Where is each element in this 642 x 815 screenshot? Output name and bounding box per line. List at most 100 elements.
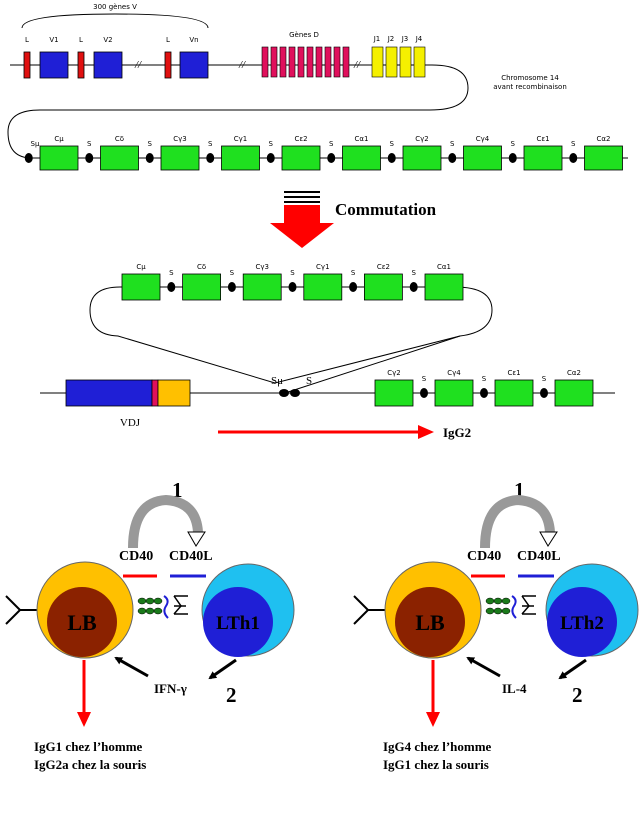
left-lb-inner	[47, 587, 117, 657]
constant-switch-label: S	[148, 140, 153, 148]
right-panel: 1 CD40 CD40L LB LTh2 IL-4 2	[353, 478, 639, 772]
left-result-line1: IgG1 chez l’homme	[34, 739, 143, 754]
loop-outline	[89, 286, 493, 384]
loop-gene-box	[303, 273, 343, 301]
right-lb-inner	[395, 587, 465, 657]
right-cytokine-arrow-1	[466, 656, 501, 678]
constant-gene-box	[160, 145, 200, 171]
recombined-switch-label: S	[542, 375, 547, 383]
loop-switch-label: S	[351, 269, 356, 277]
loop-gene-box	[363, 273, 403, 301]
recombined-gene-label: Cε1	[507, 369, 520, 377]
constant-switch-dot	[206, 153, 215, 163]
left-cd40l: CD40L	[169, 549, 213, 564]
constant-switch-dot	[24, 153, 33, 163]
recombined-switch-dot	[540, 388, 548, 398]
right-lth-label: LTh2	[560, 613, 604, 634]
constant-switch-dot	[448, 153, 457, 163]
left-step1-label: 1	[172, 478, 183, 502]
constant-gene-box	[281, 145, 321, 171]
constant-gene-box	[523, 145, 563, 171]
left-bcr-icon	[5, 595, 38, 625]
constant-gene-label: Cα2	[597, 135, 611, 143]
recombined-switch-dot	[480, 388, 488, 398]
right-cytokine-label: IL-4	[502, 681, 527, 696]
right-bcr-icon	[353, 595, 386, 625]
constant-switch-label: S	[329, 140, 334, 148]
loop-gene-box	[242, 273, 282, 301]
constant-switch-label: S	[450, 140, 455, 148]
vdj-label: VDJ	[120, 417, 141, 429]
loop-switch-label: S	[230, 269, 235, 277]
vn-segment	[179, 51, 209, 79]
loop-gene-box	[424, 273, 464, 301]
j2-segment	[385, 46, 398, 78]
loop-gene-label: Cα1	[437, 263, 451, 271]
constant-gene-box	[402, 145, 442, 171]
recombined-gene-box	[374, 379, 414, 407]
j2-label: J2	[387, 35, 395, 43]
s-label: S	[306, 375, 312, 387]
loop-switch-dot	[409, 282, 418, 292]
loop-switch-dot	[167, 282, 176, 292]
smu-label-top: Sμ	[31, 140, 40, 148]
left-synapse-icon	[137, 595, 188, 619]
constant-switch-dot	[569, 153, 578, 163]
commutation-label: Commutation	[335, 200, 437, 219]
break-mark-1: //	[134, 59, 142, 71]
leader-exon-2	[77, 51, 85, 79]
recombined-gene-label: Cγ2	[387, 369, 400, 377]
constant-switch-label: S	[511, 140, 516, 148]
right-step2-label: 2	[572, 683, 583, 707]
d-genes-cluster	[261, 46, 350, 78]
break-mark-3: //	[353, 59, 361, 71]
j4-label: J4	[415, 35, 423, 43]
constant-switch-dot	[85, 153, 94, 163]
germline-locus: 300 gènes V L V1 L V2 // L Vn // Gènes D	[7, 3, 567, 159]
v-genes-label: 300 gènes V	[93, 3, 137, 11]
j1-segment	[371, 46, 384, 78]
recombined-gene-box	[554, 379, 594, 407]
constant-gene-label: Cε1	[536, 135, 549, 143]
constant-switch-dot	[508, 153, 517, 163]
left-lb-label: LB	[67, 610, 97, 635]
right-cd40l: CD40L	[517, 549, 561, 564]
constant-gene-box	[463, 145, 502, 171]
chromosome-curve-right	[7, 64, 469, 159]
loop-gene-label: Cδ	[197, 263, 206, 271]
left-cytokine-arrow-2	[208, 658, 237, 680]
constant-switch-label: S	[269, 140, 274, 148]
loop-gene-box	[182, 273, 222, 301]
left-lth-label: LTh1	[216, 613, 260, 634]
constant-switch-label: S	[87, 140, 92, 148]
right-lth-inner	[547, 587, 617, 657]
left-step2-label: 2	[226, 683, 237, 707]
j1-label: J1	[373, 35, 381, 43]
smu-switch-dot	[279, 389, 289, 397]
loop-switch-label: S	[290, 269, 295, 277]
constant-switch-dot	[266, 153, 275, 163]
vdj-segment-d	[151, 379, 159, 407]
constant-gene-box	[221, 145, 260, 171]
left-lth-inner	[203, 587, 273, 657]
vn-label: Vn	[189, 36, 198, 44]
constant-switch-dot	[387, 153, 396, 163]
leader-exon-1	[23, 51, 31, 79]
j3-segment	[399, 46, 412, 78]
constant-gene-box	[39, 145, 79, 171]
constant-switch-label: S	[208, 140, 213, 148]
loop-gene-box	[121, 273, 161, 301]
right-result-line2: IgG1 chez la souris	[383, 757, 489, 772]
constant-gene-label: Cγ4	[476, 135, 490, 143]
v1-label: V1	[49, 36, 58, 44]
recombined-switch-label: S	[422, 375, 427, 383]
v-genes-bracket	[21, 13, 209, 29]
constant-gene-label: Cε2	[294, 135, 307, 143]
right-cd40: CD40	[467, 549, 501, 564]
recombined-gene-label: Cα2	[567, 369, 581, 377]
j4-segment	[413, 46, 426, 78]
v2-segment	[93, 51, 123, 79]
